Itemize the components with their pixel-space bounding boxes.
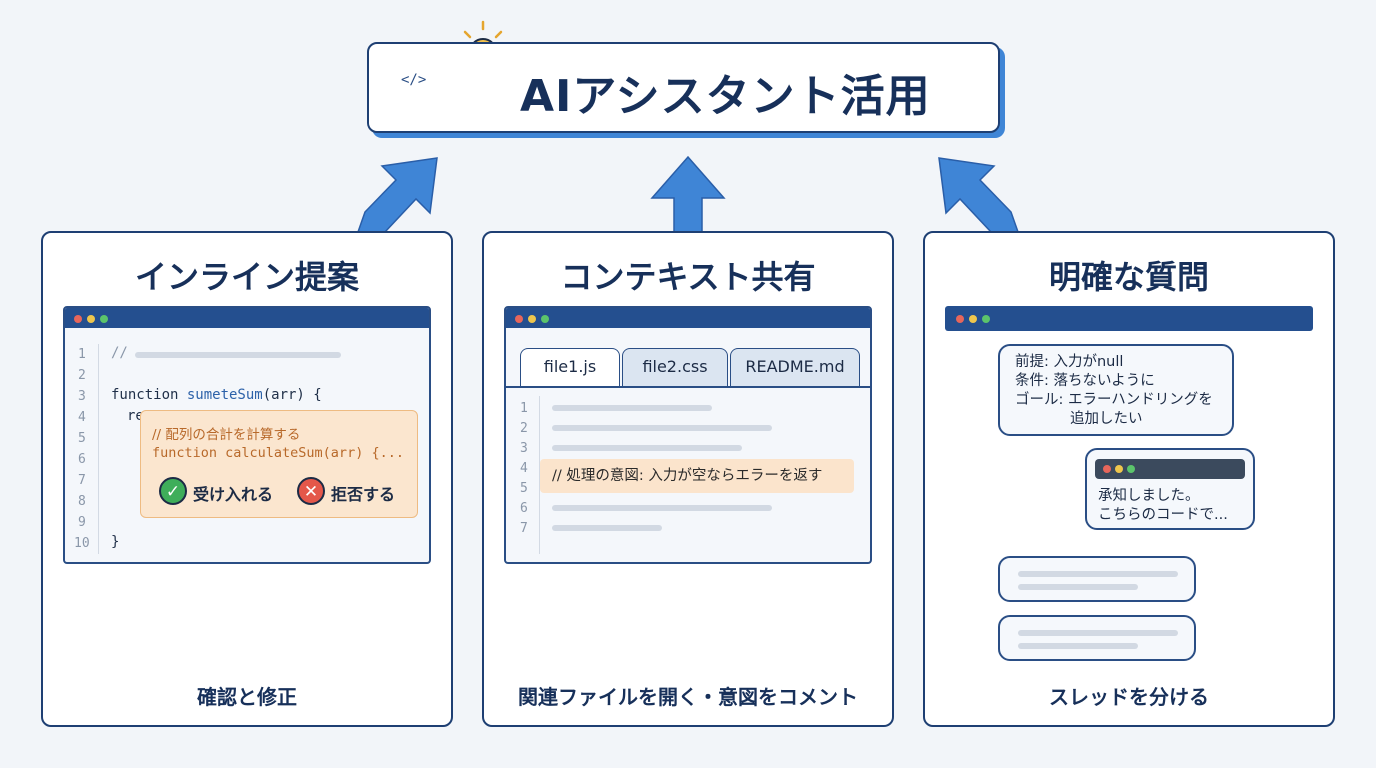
question-line: ゴール: エラーハンドリングを xyxy=(1015,392,1213,408)
placeholder-line xyxy=(552,445,742,451)
question-bubble: 前提: 入力がnull 条件: 落ちないように ゴール: エラーハンドリングを … xyxy=(998,344,1234,436)
page-title: AIアシスタント活用 xyxy=(520,71,931,122)
line-number: 8 xyxy=(78,494,86,509)
line-number: 4 xyxy=(520,461,528,476)
arrow-center-up xyxy=(650,155,726,233)
reject-button[interactable]: 拒否する xyxy=(331,485,396,504)
maximize-dot-icon xyxy=(100,315,108,323)
thread-bubble xyxy=(998,615,1196,661)
minimize-dot-icon xyxy=(1115,465,1123,473)
intent-comment: // 処理の意図: 入力が空ならエラーを返す xyxy=(540,459,854,493)
arrow-left-up xyxy=(356,157,438,233)
panel-title: コンテキスト共有 xyxy=(560,258,816,296)
editor-window: file1.js file2.css README.md 1 2 3 4 5 6… xyxy=(504,306,872,564)
line-number: 2 xyxy=(78,368,86,383)
line-number: 3 xyxy=(78,389,86,404)
line-number: 9 xyxy=(78,515,86,530)
reply-bubble: 承知しました。 こちらのコードで... xyxy=(1085,448,1255,530)
placeholder-line xyxy=(1018,584,1138,590)
maximize-dot-icon xyxy=(1127,465,1135,473)
placeholder-line xyxy=(1018,571,1178,577)
close-dot-icon xyxy=(956,315,964,323)
question-line: 追加したい xyxy=(1070,411,1143,427)
code-line-function: function sumeteSum(arr) { xyxy=(111,387,322,403)
code-comment: // xyxy=(111,345,128,361)
reply-mini-titlebar xyxy=(1095,459,1245,479)
line-number: 4 xyxy=(78,410,86,425)
gutter-divider xyxy=(539,396,540,554)
x-icon[interactable]: ✕ xyxy=(297,477,325,505)
placeholder-line xyxy=(1018,630,1178,636)
maximize-dot-icon xyxy=(982,315,990,323)
line-number: 1 xyxy=(78,347,86,362)
accept-button[interactable]: 受け入れる xyxy=(193,485,274,504)
reply-line: こちらのコードで... xyxy=(1098,507,1228,523)
window-titlebar xyxy=(506,308,870,328)
tab-readme[interactable]: README.md xyxy=(730,348,860,386)
code-line-partial: re xyxy=(127,408,144,424)
panel-caption: 確認と修正 xyxy=(197,685,297,709)
line-number: 2 xyxy=(520,421,528,436)
line-number: 10 xyxy=(74,536,90,551)
arrow-right-up xyxy=(938,157,1020,233)
line-number: 1 xyxy=(520,401,528,416)
tab-file1[interactable]: file1.js xyxy=(520,348,620,386)
tab-file2[interactable]: file2.css xyxy=(622,348,728,386)
line-number: 6 xyxy=(78,452,86,467)
inline-suggestion-popup: // 配列の合計を計算する function calculateSum(arr)… xyxy=(140,410,418,518)
placeholder-line xyxy=(552,505,772,511)
line-number: 6 xyxy=(520,501,528,516)
code-line-closing: } xyxy=(111,534,120,550)
line-number: 5 xyxy=(78,431,86,446)
panel-caption: 関連ファイルを開く・意図をコメント xyxy=(518,685,858,709)
tab-baseline xyxy=(506,386,870,388)
minimize-dot-icon xyxy=(528,315,536,323)
question-line: 前提: 入力がnull xyxy=(1015,354,1124,370)
close-dot-icon xyxy=(1103,465,1111,473)
line-number: 7 xyxy=(520,521,528,536)
minimize-dot-icon xyxy=(969,315,977,323)
question-line: 条件: 落ちないように xyxy=(1015,373,1155,389)
window-titlebar xyxy=(65,308,429,328)
placeholder-line xyxy=(552,405,712,411)
panel-title: 明確な質問 xyxy=(1048,258,1209,296)
placeholder-line xyxy=(552,525,662,531)
title-box xyxy=(367,42,1000,133)
code-glyph: </> xyxy=(401,72,427,88)
gutter-divider xyxy=(98,344,99,554)
placeholder-line xyxy=(552,425,772,431)
reply-line: 承知しました。 xyxy=(1098,488,1200,504)
minimize-dot-icon xyxy=(87,315,95,323)
placeholder-line xyxy=(1018,643,1138,649)
panel-title: インライン提案 xyxy=(134,258,359,296)
thread-bubble xyxy=(998,556,1196,602)
suggestion-code: function calculateSum(arr) {... xyxy=(152,445,404,461)
close-dot-icon xyxy=(74,315,82,323)
placeholder-line xyxy=(135,352,341,358)
suggestion-comment: // 配列の合計を計算する xyxy=(152,427,301,443)
line-number: 5 xyxy=(520,481,528,496)
line-number: 3 xyxy=(520,441,528,456)
line-number: 7 xyxy=(78,473,86,488)
panel-caption: スレッドを分ける xyxy=(1049,685,1209,709)
chat-titlebar xyxy=(945,306,1313,331)
close-dot-icon xyxy=(515,315,523,323)
maximize-dot-icon xyxy=(541,315,549,323)
check-icon[interactable]: ✓ xyxy=(159,477,187,505)
